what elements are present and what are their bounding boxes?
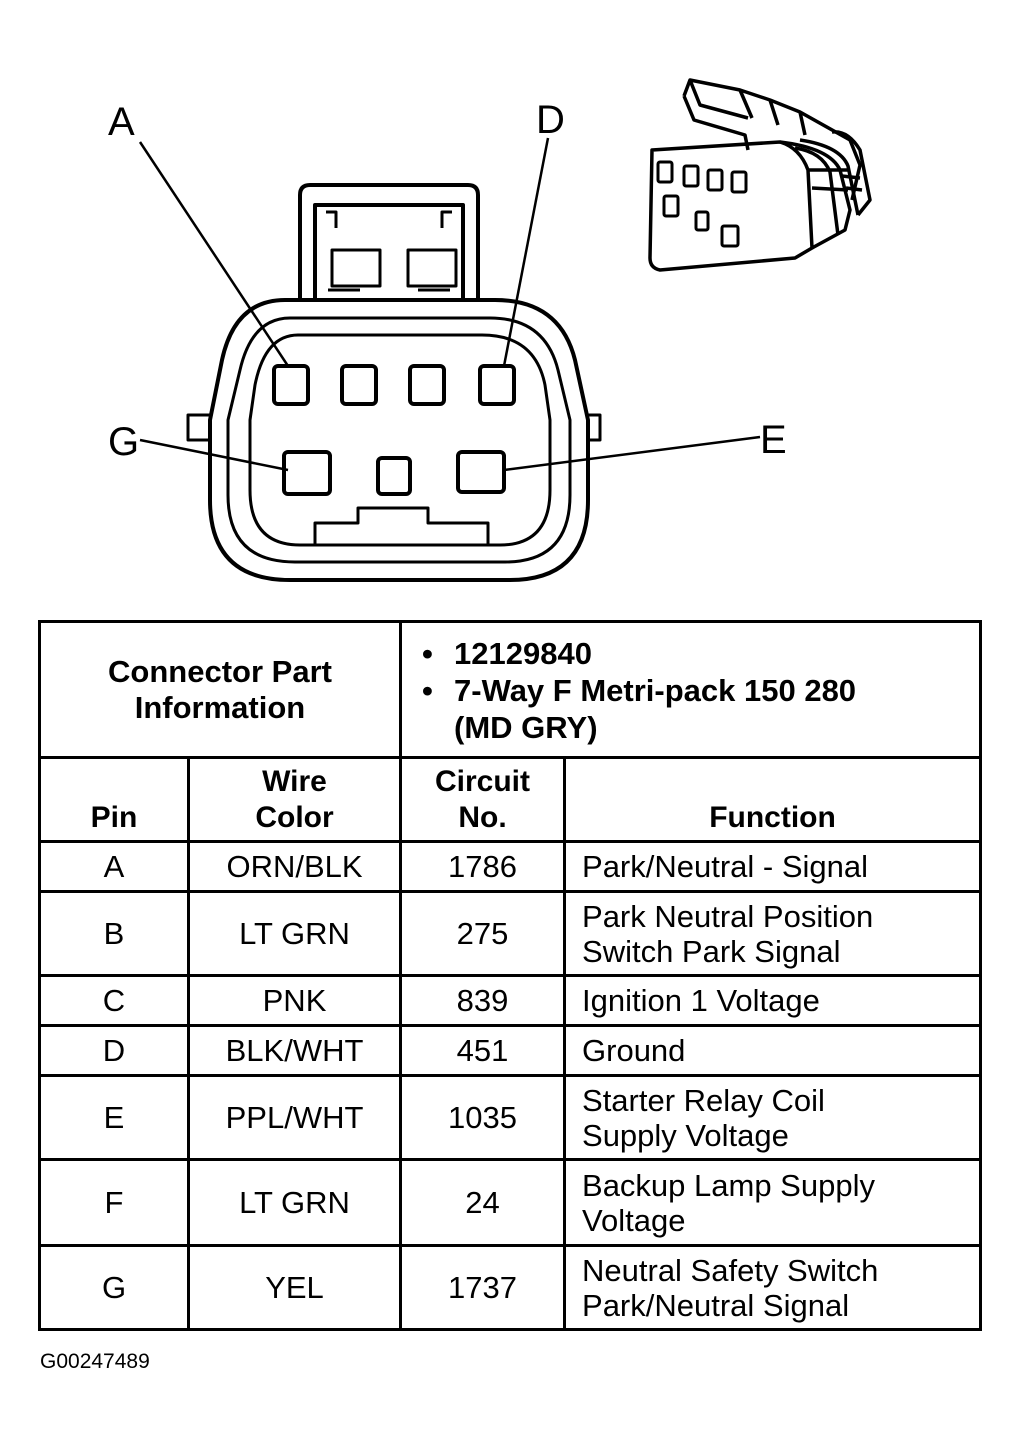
connector-type-line2: (MD GRY) <box>454 710 598 745</box>
circuit-cell: 24 <box>399 1158 567 1247</box>
function-line2: Supply Voltage <box>582 1117 789 1153</box>
pin-cell: E <box>38 1074 190 1161</box>
wire-color-cell: PNK <box>186 974 403 1027</box>
function-line1: Ground <box>582 1033 686 1068</box>
connector-label-line1: Connector Part <box>108 653 332 689</box>
function-cell: Backup Lamp Supply Voltage <box>563 1158 983 1247</box>
table-row: B LT GRN 275 Park Neutral Position Switc… <box>38 890 983 977</box>
header-circuit-line1: Circuit <box>435 765 531 798</box>
circuit-cell: 839 <box>399 974 567 1027</box>
circuit-cell: 1737 <box>399 1244 567 1331</box>
callout-label-e: E <box>760 418 787 462</box>
column-header-row: Pin Wire Color Circuit No. Function <box>38 756 983 843</box>
connector-body <box>208 298 590 582</box>
function-cell: Park Neutral Position Switch Park Signal <box>563 890 983 977</box>
terminal-cavity-b <box>340 364 378 406</box>
function-line2: Switch Park Signal <box>582 933 841 969</box>
terminal-cavity-d <box>478 364 516 406</box>
function-line1: Neutral Safety Switch <box>582 1252 879 1288</box>
circuit-cell: 1786 <box>399 840 567 893</box>
connector-cavity <box>248 333 552 547</box>
header-wire-color: Wire Color <box>186 756 403 843</box>
leader-line-e <box>503 435 761 472</box>
function-line1: Park/Neutral - Signal <box>582 849 869 884</box>
wire-color-cell: ORN/BLK <box>186 840 403 893</box>
connector-pin-table: Connector Part Information 12129840 7-Wa… <box>37 620 983 1331</box>
terminal-cavity-f <box>376 456 412 496</box>
function-line1: Backup Lamp Supply <box>582 1167 875 1203</box>
wire-color-cell: PPL/WHT <box>186 1074 403 1161</box>
connector-perspective-view <box>648 78 872 272</box>
leader-line-g <box>139 438 289 472</box>
pin-cell: D <box>38 1024 190 1077</box>
leader-line-a <box>138 141 290 367</box>
connector-latch <box>298 183 480 300</box>
table-row: F LT GRN 24 Backup Lamp Supply Voltage <box>38 1158 983 1247</box>
callout-label-a: A <box>108 100 135 144</box>
connector-info-row: Connector Part Information 12129840 7-Wa… <box>37 620 983 759</box>
connector-label-line2: Information <box>134 689 306 725</box>
function-cell: Park/Neutral - Signal <box>563 840 983 893</box>
header-wire-line1: Wire <box>262 765 327 798</box>
connector-part-info-label: Connector Part Information <box>37 620 403 759</box>
terminal-cavity-e <box>456 450 506 494</box>
function-cell: Ground <box>563 1024 983 1077</box>
table-row: G YEL 1737 Neutral Safety Switch Park/Ne… <box>38 1244 983 1331</box>
pin-cell: C <box>38 974 190 1027</box>
pin-cell: A <box>38 840 190 893</box>
terminal-cavity-a <box>272 364 310 406</box>
pin-cell: G <box>38 1244 190 1331</box>
connector-face-diagram <box>138 78 872 582</box>
function-line2: Park/Neutral Signal <box>582 1287 850 1323</box>
circuit-cell: 275 <box>399 890 567 977</box>
function-line1: Park Neutral Position <box>582 898 874 934</box>
header-pin: Pin <box>38 756 190 843</box>
terminal-cavity-g <box>282 450 332 496</box>
wire-color-cell: LT GRN <box>186 890 403 977</box>
callout-label-g: G <box>108 420 140 464</box>
header-wire-line2: Color <box>255 801 334 834</box>
leader-line-d <box>502 137 550 367</box>
table-row: A ORN/BLK 1786 Park/Neutral - Signal <box>38 840 983 893</box>
terminal-cavity-c <box>408 364 446 406</box>
pin-cell: B <box>38 890 190 977</box>
table-row: D BLK/WHT 451 Ground <box>38 1024 983 1077</box>
circuit-cell: 451 <box>399 1024 567 1077</box>
function-cell: Ignition 1 Voltage <box>563 974 983 1027</box>
callout-label-d: D <box>536 98 565 142</box>
header-circuit-line2: No. <box>458 801 507 834</box>
header-function: Function <box>563 756 983 843</box>
function-line2: Voltage <box>582 1202 686 1238</box>
pin-cell: F <box>38 1158 190 1247</box>
function-cell: Starter Relay Coil Supply Voltage <box>563 1074 983 1161</box>
header-circuit-no: Circuit No. <box>399 756 567 843</box>
wire-color-cell: LT GRN <box>186 1158 403 1247</box>
wire-color-cell: YEL <box>186 1244 403 1331</box>
connector-part-info-values: 12129840 7-Way F Metri-pack 150 280 (MD … <box>399 620 983 759</box>
connector-type-line1: 7-Way F Metri-pack 150 280 <box>422 672 979 709</box>
table-row: C PNK 839 Ignition 1 Voltage <box>38 974 983 1027</box>
table-row: E PPL/WHT 1035 Starter Relay Coil Supply… <box>38 1074 983 1161</box>
function-cell: Neutral Safety Switch Park/Neutral Signa… <box>563 1244 983 1331</box>
part-number: 12129840 <box>422 635 979 672</box>
function-line1: Ignition 1 Voltage <box>582 983 820 1018</box>
circuit-cell: 1035 <box>399 1074 567 1161</box>
figure-id: G00247489 <box>40 1350 150 1373</box>
function-line1: Starter Relay Coil <box>582 1082 825 1118</box>
connector-perspective-cavities <box>656 160 748 248</box>
wire-color-cell: BLK/WHT <box>186 1024 403 1077</box>
